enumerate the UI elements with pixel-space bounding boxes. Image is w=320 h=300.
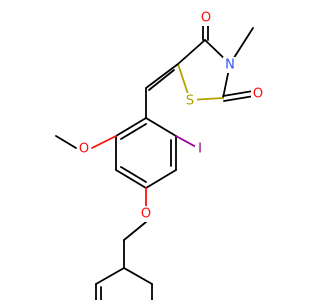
bond-ar-4-inner — [120, 166, 147, 183]
benzene-ring-tolyl — [95, 267, 153, 300]
bond-tol-1 — [123, 267, 153, 285]
atom-o-keto: O — [201, 11, 211, 26]
atom-o-ether: O — [141, 207, 151, 222]
atom-labels: O N O S O I O — [77, 10, 265, 222]
bond-c2-o-b — [223, 95, 255, 102]
molecule-diagram: O N O S O I O — [55, 10, 265, 300]
atom-o-methoxy: O — [79, 142, 89, 157]
atom-n: N — [225, 58, 235, 73]
bond-c4-c5 — [177, 39, 206, 65]
bond-tol-2 — [95, 267, 125, 285]
exocyclic-double-bond — [145, 63, 179, 91]
bond-ar-1 — [145, 117, 177, 137]
atom-iodine: I — [198, 142, 202, 157]
bond-o-methyl — [55, 135, 77, 149]
bond-ar-6 — [115, 117, 147, 137]
bond-ar-o-methoxy — [91, 135, 117, 149]
bond-c2-o-a — [222, 90, 254, 97]
bond-ar-4 — [115, 169, 147, 189]
bond-ar-iodine — [175, 135, 199, 149]
bond-ar-3 — [145, 169, 177, 189]
thiazolidinedione-ring — [177, 39, 231, 101]
methoxy-group — [55, 135, 117, 149]
bond-c5-ch-a — [145, 63, 179, 89]
benzene-ring-main — [115, 87, 177, 189]
bond-o-ch2 — [123, 221, 147, 241]
molecule-svg: O N O S O I O — [55, 10, 265, 300]
atom-s: S — [186, 94, 194, 109]
atom-o-thione: O — [253, 87, 263, 102]
bond-ar-6-inner — [120, 123, 147, 140]
benzyloxy-group — [123, 187, 147, 269]
bond-c5-ch-b — [148, 69, 175, 91]
c2-carbonyl — [222, 90, 255, 102]
